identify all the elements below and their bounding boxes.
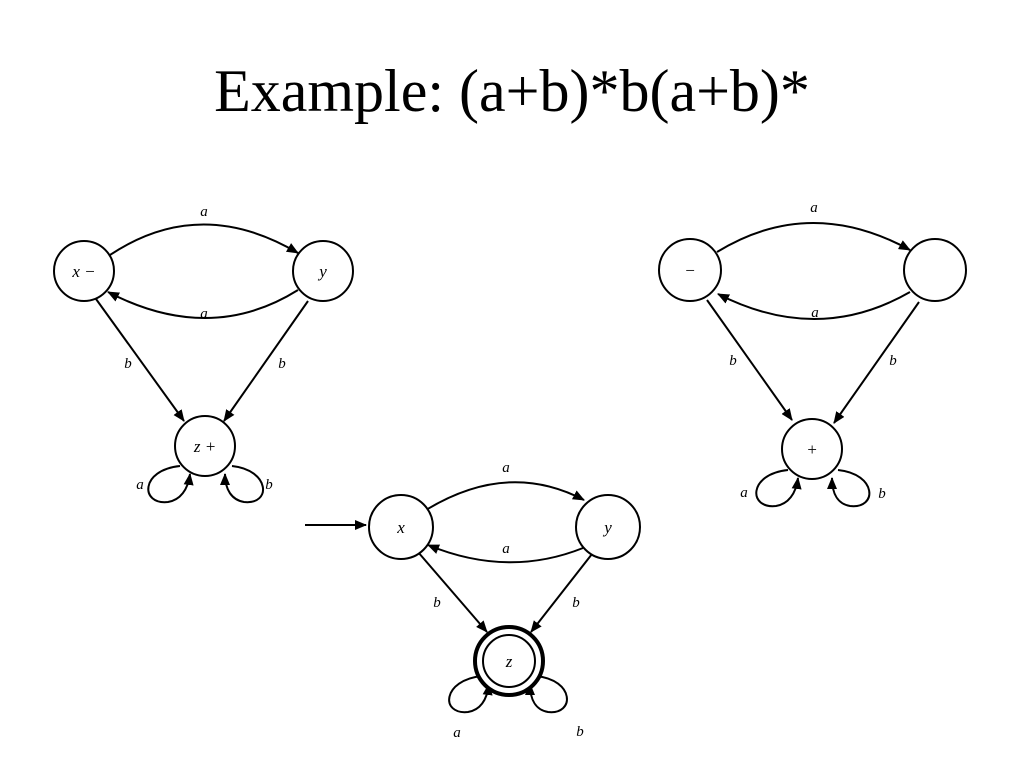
edge-x-to-z: [706, 299, 793, 421]
edge-y-to-z-label: b: [572, 595, 580, 611]
edge-x-to-y: [716, 222, 911, 253]
edge-y-to-z: [530, 553, 593, 633]
state-y: [903, 238, 967, 302]
edge-y-to-x: [427, 544, 584, 564]
edge-y-to-z-label: b: [889, 353, 897, 369]
edge-x-to-y-label: a: [810, 200, 818, 216]
edge-x-to-y: [109, 223, 299, 256]
state-z-label: z: [505, 652, 513, 671]
fa-middle: x y z a a b b a b: [305, 460, 641, 741]
state-y: [575, 494, 641, 560]
edge-x-to-y-label: a: [200, 204, 208, 220]
edge-y-to-z: [223, 300, 309, 422]
loop-z-left-label: a: [453, 725, 461, 741]
edge-x-to-z-label: b: [124, 356, 132, 372]
state-z-label: z +: [193, 437, 216, 456]
edge-y-to-z-label: b: [278, 356, 286, 372]
loop-z-left-label: a: [740, 485, 748, 501]
state-y-label: y: [602, 518, 612, 537]
state-z-label: +: [806, 440, 817, 459]
state-x: [658, 238, 722, 302]
slide-title: Example: (a+b)*b(a+b)*: [214, 58, 810, 124]
edge-x-to-z-label: b: [729, 353, 737, 369]
edge-y-to-x-label: a: [200, 306, 208, 322]
state-x: [368, 494, 434, 560]
edge-x-to-z: [417, 551, 488, 633]
edge-x-to-y-label: a: [502, 460, 510, 476]
edge-y-to-x: [107, 289, 299, 319]
loop-z-right: [525, 675, 568, 714]
edge-x-to-y: [425, 481, 585, 511]
loop-z-left-label: a: [136, 477, 144, 493]
state-x-label: −: [684, 261, 695, 280]
loop-z-right-label: b: [265, 477, 273, 493]
loop-z-right: [220, 465, 265, 504]
edge-y-to-z: [833, 301, 920, 424]
edge-y-to-x-label: a: [502, 541, 510, 557]
fa-left: x − y z + a a b b a b: [53, 204, 354, 504]
loop-z-left: [448, 675, 493, 714]
state-y-label: y: [317, 262, 327, 281]
fa-right: − + a a b b a b: [658, 200, 967, 508]
state-x: [53, 240, 115, 302]
edge-x-to-z-label: b: [433, 595, 441, 611]
edge-y-to-x-label: a: [811, 305, 819, 321]
state-z: [781, 418, 843, 480]
state-z: [174, 415, 236, 477]
state-x-label: x: [396, 518, 405, 537]
edge-y-to-x: [717, 291, 911, 320]
state-x-label: x −: [71, 262, 95, 281]
loop-z-left: [147, 465, 194, 504]
state-z-inner: [482, 634, 536, 688]
loop-z-right-label: b: [576, 724, 584, 740]
loop-z-left: [755, 469, 802, 508]
loop-z-right: [827, 469, 871, 508]
edge-x-to-z: [95, 298, 185, 422]
state-y: [292, 240, 354, 302]
loop-z-right-label: b: [878, 486, 886, 502]
